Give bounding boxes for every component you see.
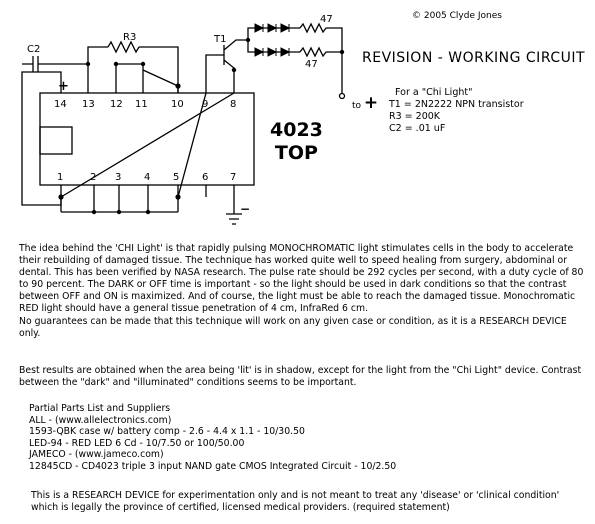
parts-item: 1593-QBK case w/ battery comp - 2.6 - 4.… [29,426,305,438]
chip-orientation: TOP [274,142,318,164]
wire-9-to-5 [177,92,207,198]
c2-capacitor [32,56,39,72]
pin-10: 10 [171,99,184,110]
circuit-schematic: C2 R3 T1 47 47 + − 14 13 12 11 10 9 8 1 … [21,14,346,225]
chip-label: 4023 TOP [270,119,323,165]
input-bus-top [115,63,144,82]
r47-bottom [299,46,327,58]
pin-4: 4 [144,172,150,183]
rail-wire [326,27,343,94]
parts-item: LED-94 - RED LED 6 Cd - 10/7.50 or 100/5… [29,437,245,449]
r47-bottom-label: 47 [305,59,318,70]
output-label-to: to [352,101,362,111]
t1-collector [223,39,248,51]
led-bottom-3 [280,47,291,57]
description-text: The idea behind the 'CHI Light' is that … [19,243,584,315]
r3-wire [87,46,108,64]
pin-9: 9 [202,99,208,110]
pin-7: 7 [230,172,236,183]
ic-notch [39,126,73,155]
ground-symbol [226,213,242,225]
r47-top-label: 47 [320,14,333,25]
r3-resistor [107,40,140,54]
led-top-3 [280,23,291,33]
spec-line: T1 = 2N2222 NPN transistor [389,99,524,110]
plus-label: + [58,79,69,94]
pin11-to-10 [142,69,179,87]
component-specs: For a "Chi Light" T1 = 2N2222 NPN transi… [389,87,524,135]
output-label-plus: + [363,93,379,113]
led-bottom-1 [254,47,265,57]
copyright-notice: © 2005 Clyde Jones [412,11,502,21]
r3-label: R3 [123,32,136,43]
pin-1: 1 [57,172,63,183]
pin-14: 14 [54,99,67,110]
spec-line: R3 = 200K [389,111,441,122]
description-paragraph: The idea behind the 'CHI Light' is that … [19,243,587,340]
wire-8-to-1 [60,92,235,198]
pin-13: 13 [82,99,95,110]
pin-3: 3 [115,172,121,183]
guarantee-text: No guarantees can be made that this tech… [19,315,567,339]
c2-label: C2 [27,44,40,55]
spec-line: For a "Chi Light" [395,87,473,98]
output-terminal [338,92,346,100]
top-pin-stubs [60,70,235,93]
parts-item: 12845CD - CD4023 triple 3 input NAND gat… [29,460,397,472]
spec-line: C2 = .01 uF [389,123,446,134]
disclaimer-text: This is a RESEARCH DEVICE for experiment… [31,490,560,513]
t1-label: T1 [213,34,226,45]
led-bottom-2 [267,47,278,57]
led-top-2 [267,23,278,33]
parts-item: JAMECO - (www.jameco.com) [29,449,164,461]
pin-5: 5 [173,172,179,183]
c2-lead [22,63,89,82]
chip-part-number: 4023 [270,119,323,141]
parts-item: ALL - (www.allelectronics.com) [29,414,172,426]
output-label: to + [352,93,378,113]
parts-title: Partial Parts List and Suppliers [29,403,171,414]
led-top-1 [254,23,265,33]
revision-title: REVISION - WORKING CIRCUIT [362,50,586,66]
minus-label: − [240,202,250,216]
pin-6: 6 [202,172,208,183]
t1-base [205,54,224,70]
pin-12: 12 [110,99,123,110]
pin-8: 8 [230,99,236,110]
parts-list: Partial Parts List and Suppliers ALL - (… [29,403,396,473]
results-paragraph: Best results are obtained when the area … [19,365,582,389]
pin-2: 2 [90,172,96,183]
pin-11: 11 [135,99,148,110]
bottom-pin-stubs [60,185,235,212]
r3-lead [139,46,179,86]
r47-top [299,22,327,34]
